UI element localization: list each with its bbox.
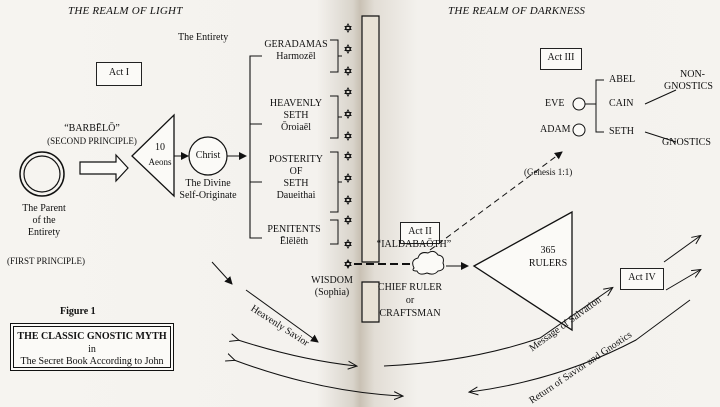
sophia-label: (Sophia) [314, 287, 350, 298]
divider-pillar-bottom [361, 281, 380, 323]
craftsman-label: CRAFTSMAN [379, 308, 441, 319]
eve-circle [572, 97, 586, 111]
parent-label-3: Entirety [27, 227, 61, 238]
christ-label: Christ [195, 150, 221, 161]
heavenly-label: HEAVENLY [269, 98, 323, 109]
divine-label: The Divine [185, 178, 231, 189]
realm-of-light-title: THE REALM OF LIGHT [68, 5, 183, 17]
figure-label: Figure 1 [60, 306, 96, 317]
posterity-label: POSTERITY [269, 154, 323, 165]
wisdom-star-icon [344, 259, 352, 269]
divider-pillar-top [361, 15, 380, 263]
oroiael-label: Ōroiaēl [281, 122, 311, 133]
realm-of-darkness-title: THE REALM OF DARKNESS [448, 5, 586, 17]
first-principle-label: (FIRST PRINCIPLE) [6, 256, 86, 266]
parent-outer-circle [19, 151, 65, 197]
geradamas-label: GERADAMAS [264, 39, 328, 50]
ialdabaoth-label: “IALDABAŌTH” [376, 239, 452, 250]
act-3-box: Act III [540, 48, 582, 70]
figure-title: THE CLASSIC GNOSTIC MYTH [17, 331, 167, 342]
seth-label: SETH [283, 178, 309, 189]
barbelo-label: “BARBĒLŌ” [64, 123, 120, 134]
penitents-label: PENITENTS [267, 224, 321, 235]
family-seth-label: SETH [609, 126, 634, 137]
gnostics-label: GNOSTICS [662, 137, 711, 148]
harmozel-label: Harmozēl [276, 51, 316, 62]
rulers-triangle [472, 210, 573, 332]
entirety-label: The Entirety [178, 32, 229, 43]
cain-label: CAIN [609, 98, 634, 109]
hollow-arrow [79, 153, 129, 183]
aeons-number: 10 [155, 142, 165, 153]
self-originate-label: Self-Originate [179, 190, 237, 201]
cloud-icon [412, 250, 445, 275]
wisdom-label: WISDOM [311, 275, 353, 286]
non-gnostics-label: GNOSTICS [664, 81, 713, 92]
parent-inner-circle [23, 155, 61, 193]
act-1-box: Act I [96, 62, 142, 86]
luminaries-bracket [249, 55, 262, 239]
of-label: OF [289, 166, 303, 177]
adam-label: ADAM [540, 124, 571, 135]
abel-label: ABEL [609, 74, 636, 85]
daueithai-label: Daueithai [276, 190, 316, 201]
aeons-triangle [131, 113, 175, 198]
act-4-box: Act IV [620, 268, 664, 290]
figure-source: The Secret Book According to John [20, 356, 164, 367]
star-icons [344, 23, 352, 249]
parent-label-1: The Parent [22, 203, 66, 214]
figure-legend-box: THE CLASSIC GNOSTIC MYTH in The Secret B… [10, 323, 174, 371]
or-label: or [405, 295, 415, 306]
chief-ruler-label: CHIEF RULER [377, 282, 443, 293]
figure-in: in [88, 344, 96, 355]
parent-label-2: of the [32, 215, 56, 226]
aeons-label: Aeons [148, 157, 172, 167]
eleleth-label: Ēlēlēth [279, 236, 309, 247]
eve-label: EVE [545, 98, 565, 109]
non-label: NON- [680, 69, 705, 80]
act-2-box: Act II [400, 222, 440, 244]
rulers-number: 365 [540, 245, 556, 256]
rulers-label: RULERS [528, 258, 568, 269]
heavenly-seth-label: SETH [283, 110, 309, 121]
adam-circle [572, 123, 586, 137]
genesis-label: (Genesis 1:1) [524, 167, 573, 177]
second-principle-label: (SECOND PRINCIPLE) [47, 136, 137, 146]
